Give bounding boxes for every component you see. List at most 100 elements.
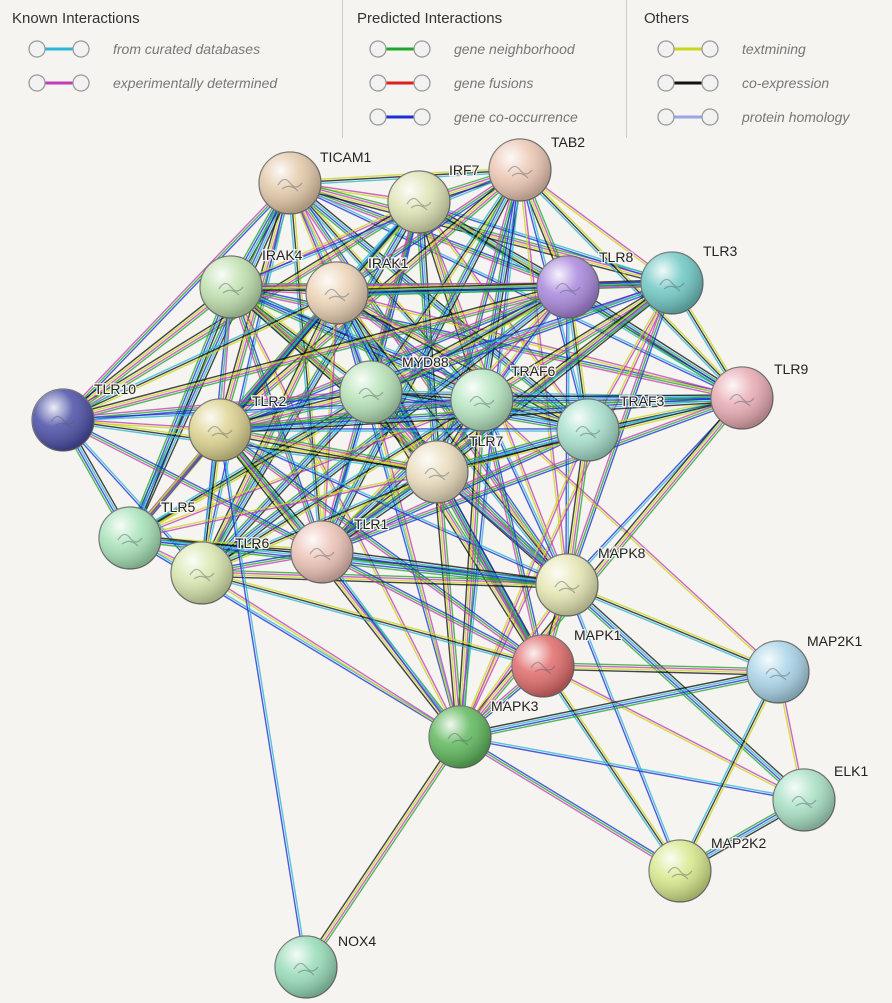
edge-line: [437, 471, 462, 737]
edge-line: [130, 472, 438, 540]
legend-item-label: from curated databases: [113, 41, 261, 57]
node-highlight: [451, 369, 513, 431]
edge-TLR7-MAPK3: [433, 471, 464, 738]
edge-line: [200, 182, 290, 573]
node-highlight: [306, 262, 368, 324]
node-map2k2[interactable]: MAP2K2: [648, 834, 768, 903]
edge-MAPK1-MAP2K1: [542, 662, 779, 676]
edge-line: [568, 582, 807, 799]
edge-line: [566, 584, 779, 673]
node-map2k1[interactable]: MAP2K1: [746, 632, 864, 704]
node-tlr9[interactable]: TLR9: [710, 360, 810, 430]
edge-line: [438, 170, 523, 473]
edge-MAPK1-ELK1: [542, 664, 805, 802]
node-traf3[interactable]: TRAF3: [556, 392, 666, 462]
edge-line: [459, 736, 681, 872]
edge-line: [367, 393, 541, 669]
node-highlight: [388, 171, 450, 233]
edge-line: [565, 586, 778, 675]
edge-line: [220, 283, 673, 432]
edge-line: [458, 282, 672, 737]
edge-line: [322, 399, 743, 555]
node-highlight: [171, 542, 233, 604]
legend-item-label: gene fusions: [454, 75, 534, 91]
edge-line: [61, 285, 231, 420]
edge-line: [321, 552, 567, 587]
node-highlight: [641, 252, 703, 314]
edge-line: [320, 169, 520, 552]
edge-line: [438, 470, 546, 666]
node-highlight: [32, 389, 94, 451]
node-label: TLR1: [354, 516, 388, 532]
node-mapk8[interactable]: MAPK8: [535, 544, 647, 617]
edge-line: [481, 281, 672, 400]
legend: Known Interactions from curated database…: [0, 0, 892, 140]
protein-structure-icon: [447, 732, 473, 746]
legend-others: Others textmining co-expression protein …: [626, 0, 892, 138]
edge-line: [63, 417, 324, 551]
edge-line: [542, 668, 778, 676]
edge-TLR7-TLR5: [129, 470, 438, 540]
node-highlight: [773, 769, 835, 831]
edge-MAPK3-MAP2K2: [458, 734, 682, 874]
node-irak1[interactable]: IRAK1: [305, 254, 410, 325]
edge-line: [221, 171, 523, 433]
node-highlight: [649, 840, 711, 902]
edge-IRAK1-TLR10: [61, 290, 339, 423]
edge-line: [63, 400, 483, 422]
node-ticam1[interactable]: TICAM1: [258, 148, 373, 215]
edge-line: [336, 293, 588, 432]
node-tlr6[interactable]: TLR6: [170, 534, 271, 605]
protein-structure-icon: [207, 425, 233, 439]
edge-line: [458, 738, 680, 874]
edge-line: [679, 671, 779, 872]
node-tlr1[interactable]: TLR1: [290, 515, 390, 584]
node-irak4[interactable]: IRAK4: [199, 246, 304, 319]
edge-line: [202, 570, 544, 665]
protein-structure-icon: [667, 866, 693, 880]
node-tlr10[interactable]: TLR10: [31, 380, 137, 452]
node-label: NOX4: [338, 933, 376, 949]
node-tab2[interactable]: TAB2: [488, 133, 586, 202]
edge-line: [231, 285, 589, 430]
node-tlr3[interactable]: TLR3: [640, 242, 739, 315]
node-mapk3[interactable]: MAPK3: [428, 697, 540, 769]
edge-line: [322, 550, 462, 737]
legend-predicted-interactions: Predicted Interactions gene neighborhood…: [342, 0, 627, 138]
node-label: MAP2K2: [711, 835, 766, 851]
edge-line: [129, 398, 482, 538]
edge-line: [436, 471, 544, 667]
node-tlr2[interactable]: TLR2: [188, 392, 288, 462]
node-mapk1[interactable]: MAPK1: [511, 626, 623, 698]
edge-line: [371, 284, 673, 395]
edge-line: [219, 429, 544, 667]
node-highlight: [747, 641, 809, 703]
edge-TLR3-MYD88: [370, 280, 673, 395]
edge-MAPK3-NOX4: [302, 734, 464, 970]
legend-item-label: experimentally determined: [113, 75, 278, 91]
protein-structure-icon: [277, 178, 303, 192]
edge-TLR1-MAPK1: [320, 549, 545, 669]
edge-line: [304, 736, 460, 967]
node-traf6[interactable]: TRAF6: [450, 362, 557, 432]
node-irf7[interactable]: IRF7: [387, 161, 481, 234]
node-nox4[interactable]: NOX4: [274, 932, 378, 999]
edge-line: [458, 396, 742, 737]
node-myd88[interactable]: MYD88: [339, 353, 450, 424]
edge-line: [370, 282, 673, 393]
node-tlr8[interactable]: TLR8: [536, 248, 635, 319]
edge-line: [460, 398, 744, 739]
edge-TICAM1-TLR10: [60, 181, 293, 422]
node-tlr5[interactable]: TLR5: [98, 498, 197, 570]
edge-line: [219, 432, 437, 476]
edge-line: [460, 283, 674, 738]
node-elk1[interactable]: ELK1: [772, 762, 870, 832]
protein-structure-icon: [189, 568, 215, 582]
edge-line: [62, 285, 568, 420]
edge-line: [321, 397, 743, 553]
node-tlr7[interactable]: TLR7: [405, 432, 505, 504]
edge-line: [204, 294, 341, 575]
node-highlight: [512, 635, 574, 697]
